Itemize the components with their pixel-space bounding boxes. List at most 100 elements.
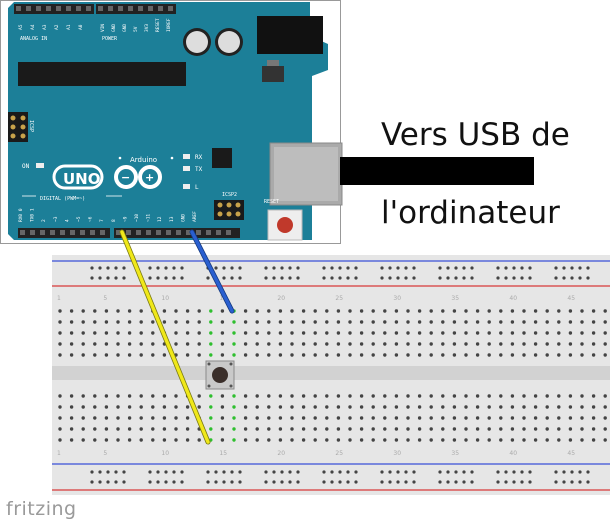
breadboard-hole — [197, 394, 201, 398]
rail-hole — [122, 470, 126, 474]
header-pin — [138, 6, 143, 11]
breadboard-hole — [243, 342, 248, 346]
voltage-regulator — [262, 66, 284, 82]
yellow-wire[interactable] — [120, 230, 210, 444]
breadboard-hole — [348, 331, 352, 335]
breadboard-hole — [278, 353, 283, 357]
rail-hole — [354, 276, 358, 280]
breadboard-hole — [81, 405, 85, 409]
rail-hole — [562, 266, 566, 270]
rail-hole — [578, 276, 582, 280]
breadboard-hole — [139, 427, 143, 431]
rail-hole — [280, 470, 284, 474]
breadboard-hole — [336, 438, 341, 442]
arduino-outline — [0, 0, 341, 244]
breadboard-hole — [290, 342, 294, 346]
blue-wire[interactable] — [190, 230, 234, 313]
breadboard-hole — [139, 438, 143, 442]
rail-hole — [264, 266, 268, 270]
breadboard-hole — [209, 353, 213, 357]
rail-hole — [396, 470, 400, 474]
rail-hole — [504, 480, 508, 484]
breadboard-hole — [522, 394, 526, 398]
rail-hole — [504, 276, 508, 280]
digital-label: DIGITAL (PWM=~) — [40, 196, 85, 202]
plus-sign: + — [145, 171, 154, 184]
pushbutton-corner — [207, 384, 211, 388]
rail-hole — [206, 480, 210, 484]
breadboard-hole — [209, 405, 213, 409]
breadboard-hole — [487, 405, 491, 409]
breadboard-hole — [69, 405, 74, 409]
breadboard-hole — [162, 427, 167, 431]
power-pin-label: GND — [122, 24, 128, 32]
breadboard-hole — [209, 416, 213, 420]
rail-hole — [148, 266, 152, 270]
breadboard-hole — [406, 405, 410, 409]
rail-hole — [562, 276, 566, 280]
rail-hole — [396, 266, 400, 270]
breadboard-hole — [510, 309, 515, 313]
voltage-regulator-tab — [267, 60, 279, 66]
icsp2-pin — [217, 202, 223, 208]
breadboard-hole — [394, 427, 399, 431]
breadboard-hole — [464, 438, 468, 442]
breadboard-hole — [267, 342, 271, 346]
rail-hole — [562, 470, 566, 474]
column-number: 25 — [335, 450, 343, 457]
breadboard-hole — [406, 309, 410, 313]
breadboard-hole — [580, 438, 584, 442]
breadboard-hole — [267, 416, 271, 420]
breadboard-hole — [209, 309, 213, 313]
rail-hole — [98, 480, 102, 484]
breadboard-hole — [557, 353, 561, 357]
breadboard-hole — [58, 394, 62, 398]
breadboard-hole — [568, 416, 573, 420]
breadboard-hole — [383, 320, 387, 324]
breadboard-hole — [139, 416, 143, 420]
reset-button-cap[interactable] — [277, 217, 293, 233]
digital-pin-label: ~6 — [88, 216, 94, 222]
rail-hole — [122, 276, 126, 280]
column-number: 40 — [509, 295, 517, 302]
breadboard-hole — [232, 416, 236, 420]
breadboard-hole — [104, 331, 109, 335]
breadboard-hole — [336, 427, 341, 431]
breadboard-hole — [348, 438, 352, 442]
breadboard-hole — [104, 353, 109, 357]
rail-hole — [578, 480, 582, 484]
rail-hole — [504, 470, 508, 474]
rail-hole — [288, 470, 292, 474]
breadboard-hole — [464, 416, 468, 420]
breadboard-hole — [383, 405, 387, 409]
breadboard-hole — [557, 320, 561, 324]
rail-hole — [388, 266, 392, 270]
breadboard-hole — [394, 416, 399, 420]
header-pin — [118, 6, 123, 11]
analog-pin-label: A2 — [54, 24, 60, 30]
breadboard-hole — [406, 353, 410, 357]
rail-hole — [272, 266, 276, 270]
breadboard-hole — [557, 309, 561, 313]
breadboard-hole — [499, 438, 503, 442]
breadboard-hole — [104, 427, 109, 431]
rail-hole — [106, 266, 110, 270]
breadboard-hole — [139, 405, 143, 409]
rail-hole — [148, 480, 152, 484]
analog-pin-label: A4 — [30, 24, 36, 30]
breadboard-hole — [151, 353, 155, 357]
breadboard-hole — [371, 320, 375, 324]
breadboard-hole — [487, 427, 491, 431]
rail-hole — [496, 470, 500, 474]
breadboard-hole — [394, 320, 399, 324]
pushbutton-cap[interactable] — [212, 367, 228, 383]
breadboard-hole — [429, 353, 433, 357]
breadboard-hole — [174, 405, 178, 409]
breadboard-hole — [557, 394, 561, 398]
rail-hole — [496, 276, 500, 280]
breadboard-hole — [452, 309, 457, 313]
breadboard-hole — [104, 438, 109, 442]
breadboard-hole — [475, 427, 480, 431]
breadboard-hole — [417, 309, 422, 313]
breadboard-hole — [278, 416, 283, 420]
